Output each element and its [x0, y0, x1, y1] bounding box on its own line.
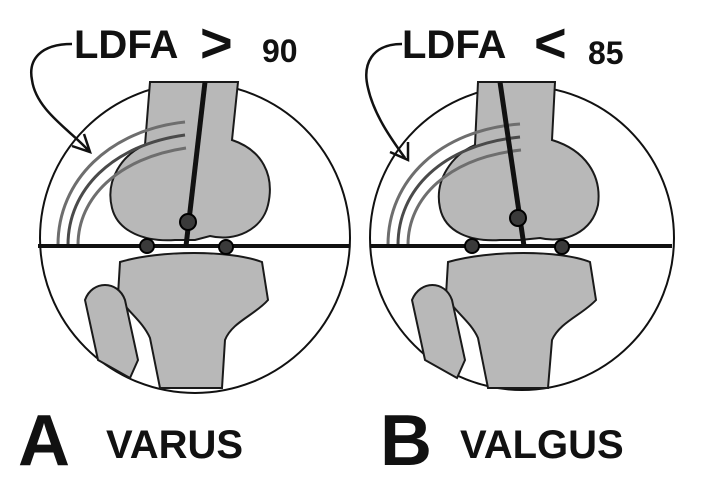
panel-b-angle-arc-inner	[406, 148, 522, 246]
panel-a: LDFA > 90 A VARUS	[18, 11, 351, 481]
panel-b-measure-label: LDFA	[402, 23, 506, 67]
panel-a-tibia	[116, 252, 270, 389]
panel-a-angle-arc-inner	[76, 146, 187, 246]
panel-a-condition-name: VARUS	[106, 423, 243, 467]
panel-a-letter: A	[18, 401, 70, 481]
panel-a-joint-dot-center	[179, 213, 197, 231]
panel-a-joint-dot-right	[218, 239, 234, 255]
panel-a-fibula	[83, 284, 140, 380]
panel-b-joint-dot-center	[509, 209, 527, 227]
panel-b-joint-dot-right	[554, 239, 570, 255]
panel-b-letter: B	[380, 401, 432, 481]
panel-a-comparator: >	[200, 11, 233, 74]
panel-b: LDFA < 85 B VALGUS	[365, 11, 675, 481]
panel-a-joint-dot-left	[139, 238, 155, 254]
panel-b-angle-arc-middle	[396, 135, 521, 246]
panel-a-callout-arrow	[30, 42, 89, 151]
panel-a-femur	[109, 81, 271, 242]
panel-b-callout-arrow	[365, 42, 407, 159]
panel-a-angle-arc-middle	[66, 133, 186, 246]
panel-b-comparator: <	[534, 11, 567, 74]
panel-b-threshold: 85	[588, 35, 624, 71]
panel-b-arrowhead	[389, 142, 410, 162]
panel-b-angle-arc-outer	[386, 122, 521, 246]
panel-a-arrowhead	[71, 133, 92, 154]
panel-a-angle-arc-outer	[56, 120, 186, 246]
panel-b-tibia	[444, 252, 598, 389]
panel-b-condition-name: VALGUS	[460, 423, 624, 467]
panel-a-measure-label: LDFA	[74, 23, 178, 67]
panel-b-joint-dot-left	[464, 238, 480, 254]
panel-b-fibula	[410, 284, 467, 380]
panel-b-femur	[437, 81, 600, 242]
panel-a-threshold: 90	[262, 33, 298, 69]
